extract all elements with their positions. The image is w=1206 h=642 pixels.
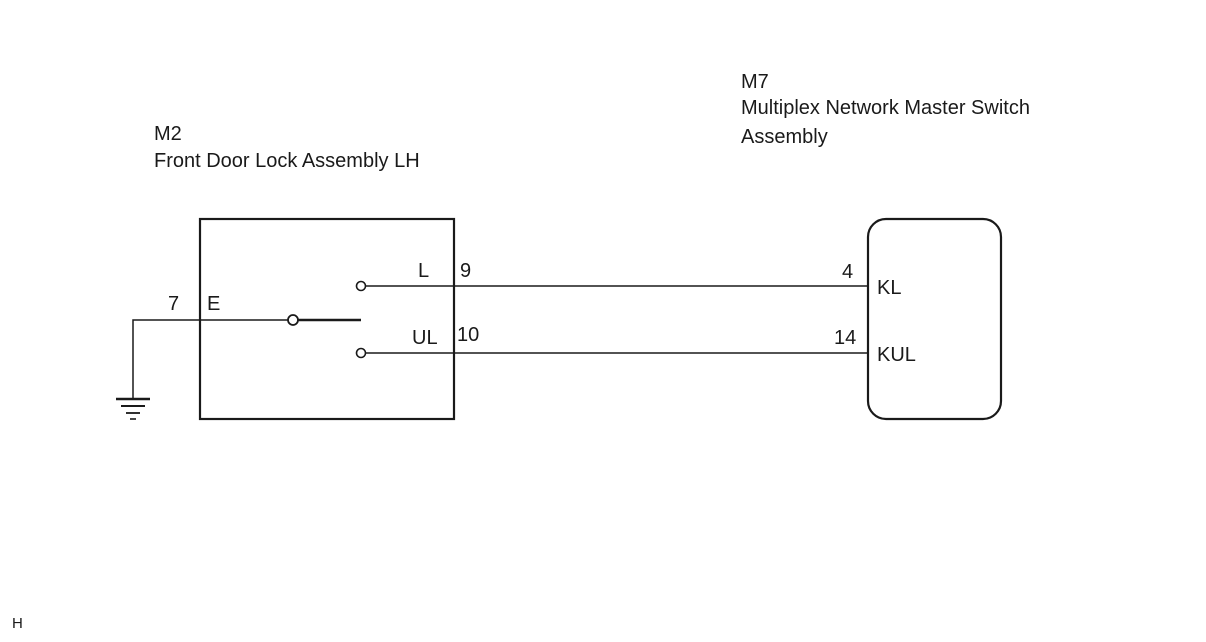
m2-lock-terminal-label: L	[418, 260, 429, 282]
ground-wire	[132, 319, 200, 398]
switch-lock-contact	[355, 280, 367, 292]
m7-unlock-terminal-label: KUL	[877, 344, 916, 366]
m2-ground-pin-label: 7	[168, 293, 179, 315]
m2-unlock-terminal-label: UL	[412, 327, 438, 349]
m2-name-label: Front Door Lock Assembly LH	[154, 150, 420, 172]
m2-lock-pin-label: 9	[460, 260, 471, 282]
m2-ground-terminal-label: E	[207, 293, 220, 315]
ground-symbol-icon	[116, 397, 150, 420]
m7-unlock-pin-label: 14	[834, 327, 856, 349]
m7-name-line1-label: Multiplex Network Master Switch	[741, 97, 1030, 119]
master-switch-assembly-box	[866, 217, 1003, 421]
switch-pivot	[287, 314, 299, 326]
corner-mark-label: H	[12, 615, 23, 632]
switch-unlock-contact	[355, 347, 367, 359]
m7-name-line2-label: Assembly	[741, 126, 828, 148]
m7-code-label: M7	[741, 71, 769, 93]
m2-code-label: M2	[154, 123, 182, 145]
m7-lock-terminal-label: KL	[877, 277, 901, 299]
m2-unlock-pin-label: 10	[457, 324, 479, 346]
door-lock-assembly-box	[198, 217, 456, 421]
m7-lock-pin-label: 4	[842, 261, 853, 283]
